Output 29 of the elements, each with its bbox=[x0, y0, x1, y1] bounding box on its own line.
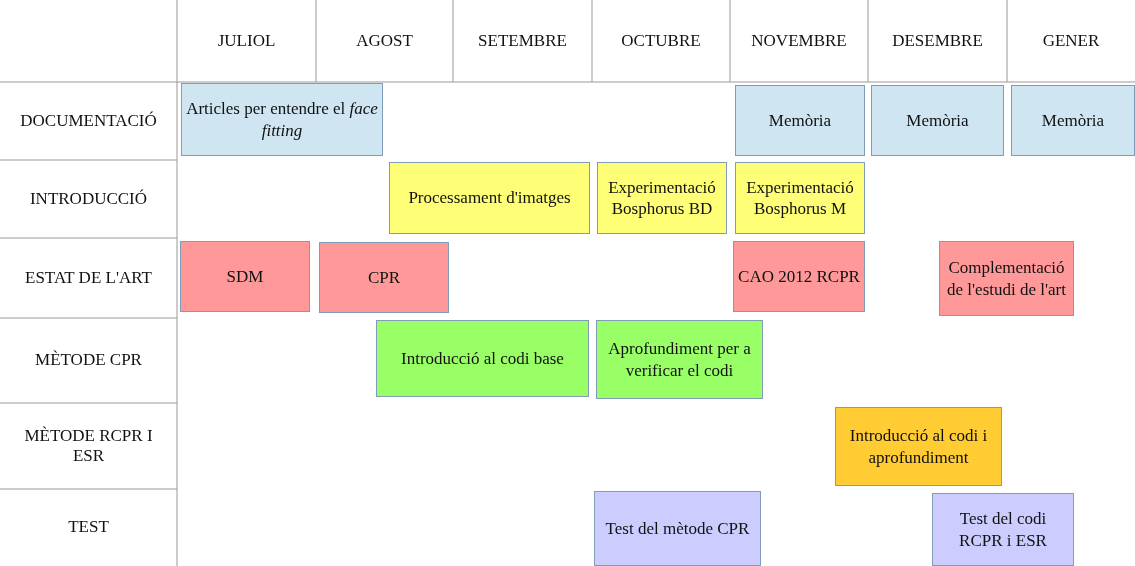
month-name: GENER bbox=[1042, 30, 1100, 52]
month-name: AGOST bbox=[356, 30, 413, 52]
task-bar: Memòria bbox=[871, 85, 1004, 156]
task-bar: Complementació de l'estudi de l'art bbox=[939, 241, 1074, 316]
task-bar: SDM bbox=[180, 241, 310, 312]
row-name: INTRODUCCIÓ bbox=[29, 188, 148, 210]
task-bar: Memòria bbox=[735, 85, 865, 156]
row-name: MÈTODE RCPR I ESR bbox=[23, 425, 154, 467]
task-bar: CPR bbox=[319, 242, 449, 313]
month-name: DESEMBRE bbox=[892, 30, 983, 52]
task-bar: Test del codi RCPR i ESR bbox=[932, 493, 1074, 566]
task-bar: Experimentació Bosphorus M bbox=[735, 162, 865, 234]
task-bar: CAO 2012 RCPR bbox=[733, 241, 865, 312]
row-name: DOCUMENTACIÓ bbox=[20, 110, 157, 132]
row-name: MÈTODE CPR bbox=[35, 350, 142, 371]
task-bar: Memòria bbox=[1011, 85, 1135, 156]
task-bar: Introducció al codi base bbox=[376, 320, 589, 397]
task-bar: Introducció al codi i aprofundiment bbox=[835, 407, 1002, 486]
month-name: SETEMBRE bbox=[478, 30, 567, 52]
month-name: OCTUBRE bbox=[621, 30, 701, 52]
task-bar: Processament d'imatges bbox=[389, 162, 590, 234]
task-bar: Articles per entendre el face fitting bbox=[181, 83, 383, 156]
task-bar: Experimentació Bosphorus BD bbox=[597, 162, 727, 234]
task-bar: Test del mètode CPR bbox=[594, 491, 761, 566]
task-bar: Aprofundiment per a verificar el codi bbox=[596, 320, 763, 399]
month-name: NOVEMBRE bbox=[751, 30, 847, 52]
month-name: JULIOL bbox=[217, 30, 276, 52]
row-name: ESTAT DE L'ART bbox=[25, 267, 152, 289]
row-name: TEST bbox=[68, 517, 109, 538]
